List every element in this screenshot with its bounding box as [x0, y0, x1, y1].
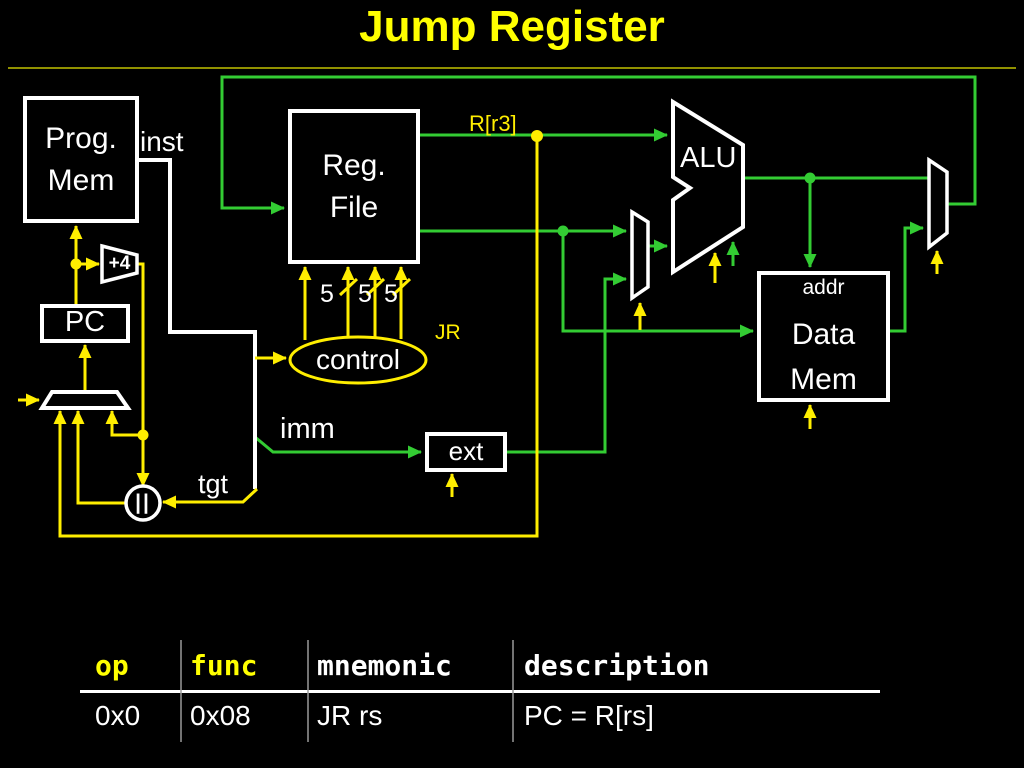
- table-cell-op: 0x0: [95, 700, 141, 731]
- table-header-mnemonic: mnemonic: [317, 649, 452, 682]
- bus-width-5-label-1: 5: [320, 280, 334, 308]
- junction-pc4: [137, 429, 149, 441]
- table-separator-2: [307, 640, 309, 742]
- control-oval: [288, 335, 428, 385]
- bus-width-slash-2: [365, 277, 386, 297]
- wire-imm-to-ext: [254, 435, 422, 459]
- prog-mem-box: [23, 96, 139, 223]
- pc-box: [40, 304, 130, 343]
- table-header-description: description: [524, 649, 710, 682]
- table-header-rule: [80, 690, 880, 693]
- wire-store-data: [561, 231, 754, 338]
- wire-inst: [137, 158, 257, 489]
- junction-rt: [557, 225, 569, 237]
- alu-shape: [671, 98, 745, 276]
- wire-mem-read-data: [888, 221, 924, 333]
- page-title: Jump Register: [359, 2, 665, 51]
- bus-width-5-label-2: 5: [358, 280, 372, 308]
- wire-jr-feedback: [53, 136, 539, 538]
- table-header-func: func: [190, 649, 258, 682]
- bus-width-5-label-3: 5: [384, 280, 398, 308]
- title-underline: [8, 67, 1016, 69]
- concat-label: ||: [135, 491, 151, 514]
- alu-src-mux-shape: [630, 208, 650, 302]
- bus-width-slash-1: [338, 277, 359, 297]
- plus4-adder-shape: [100, 243, 139, 285]
- prog-mem-label: Prog. Mem: [45, 121, 117, 197]
- wire-adder-out: [136, 262, 150, 487]
- table-header-op: op: [95, 649, 129, 682]
- data-mem-label: addr Data Mem: [790, 276, 857, 396]
- table-separator-1: [180, 640, 182, 742]
- wire-ext-to-alumux: [505, 272, 627, 454]
- table-separator-3: [512, 640, 514, 742]
- bus-width-slash-3: [391, 277, 412, 297]
- writeback-mux-shape: [927, 156, 949, 251]
- data-mem-addr-port: addr: [802, 276, 845, 299]
- inst-label: inst: [140, 126, 184, 157]
- data-mem-box: [757, 271, 890, 402]
- wire-writeback-to-regfile: [220, 75, 977, 215]
- reg-file-box: [288, 109, 420, 264]
- jr-label: JR: [435, 321, 461, 344]
- wire-pc4-to-pcmux: [105, 410, 143, 437]
- alu-label: ALU: [680, 142, 737, 174]
- rr3-label: R[r3]: [469, 111, 517, 136]
- junction-alu-result: [804, 172, 816, 184]
- table-cell-mnemonic: JR rs: [317, 700, 383, 731]
- junction-jr-tap: [531, 130, 543, 142]
- table-cell-func: 0x08: [190, 700, 251, 731]
- plus4-label: +4: [108, 252, 131, 274]
- pc-mux-shape: [38, 390, 132, 410]
- wire-tgt-to-concat: [162, 487, 259, 509]
- imm-label: imm: [280, 413, 335, 445]
- tgt-label: tgt: [198, 469, 229, 499]
- ext-label: ext: [448, 435, 484, 466]
- concat-circle: [124, 484, 162, 522]
- ext-box: [425, 432, 507, 472]
- control-label: control: [315, 344, 401, 375]
- table-cell-description: PC = R[rs]: [524, 700, 654, 731]
- wire-concat-to-pcmux: [71, 410, 126, 505]
- reg-file-label: Reg. File: [322, 148, 386, 224]
- pc-label: PC: [64, 306, 106, 338]
- junction-pc: [70, 258, 82, 270]
